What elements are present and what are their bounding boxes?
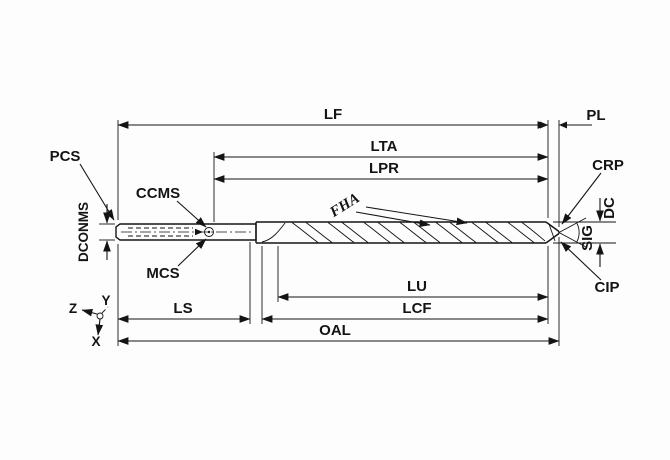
label-axis-z: Z (69, 301, 77, 316)
axes-origin (96, 312, 104, 320)
leader-fha: FHA (326, 190, 468, 227)
leader-crp: CRP (561, 157, 624, 225)
label-pl: PL (586, 107, 605, 124)
dimension-pl: PL (540, 107, 606, 129)
label-ccms: CCMS (136, 185, 180, 202)
label-oal: OAL (319, 322, 351, 339)
dimension-lta: LTA (213, 138, 549, 161)
x-axis-arrow (95, 318, 104, 336)
z-axis-arrow (81, 308, 98, 317)
extension-lines (99, 120, 616, 346)
label-lta: LTA (371, 138, 398, 155)
dimension-lcf: LCF (261, 300, 549, 323)
dimension-dc: DC (596, 197, 618, 267)
label-axis-x: X (91, 334, 100, 349)
dimension-lf: LF (117, 106, 549, 129)
flute-helix-lines (291, 222, 546, 243)
label-crp: CRP (592, 157, 624, 174)
axes-widget: Z Y X (69, 293, 111, 349)
drill-body (115, 221, 560, 244)
label-lu: LU (407, 278, 427, 295)
label-cip: CIP (594, 279, 619, 296)
label-mcs: MCS (146, 265, 179, 282)
label-axis-y: Y (101, 293, 110, 308)
label-dconms: DCONMS (76, 202, 91, 262)
dimension-oal: OAL (117, 322, 560, 345)
dimension-dconms: DCONMS (76, 202, 111, 262)
drill-point (545, 221, 560, 244)
label-lpr: LPR (369, 160, 399, 177)
dimension-ls: LS (117, 300, 251, 323)
dimension-lpr: LPR (213, 160, 549, 183)
leader-mcs: MCS (146, 238, 207, 282)
label-fha: FHA (326, 190, 362, 221)
leader-ccms: CCMS (136, 185, 207, 228)
dimension-lu: LU (277, 278, 549, 301)
y-axis-tick (101, 306, 109, 314)
leader-pcs: PCS (50, 148, 115, 221)
label-dc: DC (601, 197, 618, 219)
label-sig: SIG (579, 225, 596, 251)
label-pcs: PCS (50, 148, 81, 165)
coolant-inlet-symbol (204, 227, 214, 237)
leader-cip: CIP (560, 241, 620, 296)
label-ls: LS (173, 300, 192, 317)
label-lcf: LCF (402, 300, 431, 317)
dimension-sig: SIG (558, 217, 596, 251)
label-lf: LF (324, 106, 342, 123)
